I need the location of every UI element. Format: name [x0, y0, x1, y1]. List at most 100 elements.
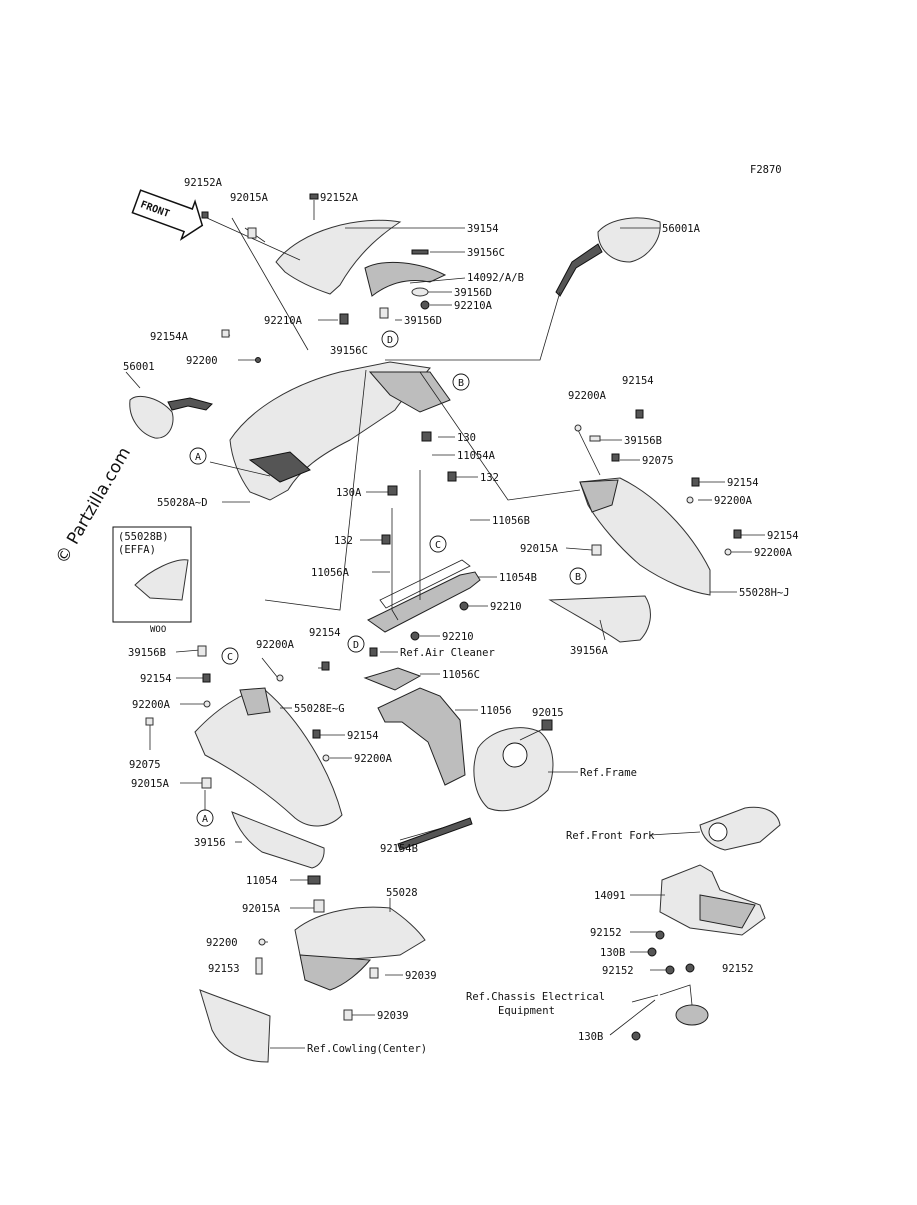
part-label: 92152	[602, 965, 634, 977]
marker-b-2: B	[569, 567, 587, 585]
part-label: 92210	[442, 631, 474, 643]
fastener-92015a-4	[313, 899, 325, 913]
fastener-92154-4	[321, 661, 330, 671]
part-label: 11056C	[442, 669, 480, 681]
part-label: Ref.Frame	[580, 767, 637, 779]
part-label: 132	[480, 472, 499, 484]
marker-d-2: D	[347, 635, 365, 653]
fastener-130b-2	[631, 1031, 641, 1041]
part-label: 92015A	[131, 778, 170, 790]
mirror-left-stem	[167, 397, 213, 411]
fastener-11054	[307, 875, 321, 885]
part-label: 92200A	[568, 390, 607, 402]
part-label: 39154	[467, 223, 499, 235]
side-cowl-left-dark	[239, 687, 271, 716]
marker-a-2-text: A	[202, 814, 208, 825]
fastener-92015a-1	[247, 227, 257, 239]
part-label: 130B	[600, 947, 625, 959]
fastener-39156b	[589, 435, 601, 442]
fastener-92200-2	[258, 938, 266, 946]
marker-d-1-text: D	[387, 335, 393, 346]
fastener-92154b	[397, 817, 473, 851]
fastener-92200a-3	[724, 548, 732, 556]
electrical-stay-shape	[659, 984, 693, 1006]
fastener-132-2	[381, 534, 391, 545]
frame-head-shape	[473, 727, 554, 812]
part-labels: 92152A 92015A 92152A 39154 39156C 14092/…	[123, 177, 799, 1055]
fastener-92039-2	[343, 1009, 353, 1021]
marker-d-2-text: D	[353, 640, 359, 651]
part-label: 92152A	[184, 177, 223, 189]
marker-b-1: B	[452, 373, 470, 391]
part-label: Ref.Front Fork	[566, 830, 655, 842]
variant-box: (55028B) (EFFA) WOO	[112, 526, 192, 635]
leader-lines	[125, 200, 765, 1049]
part-label: 39156D	[404, 315, 442, 327]
part-label: 130A	[336, 487, 362, 499]
marker-d-1: D	[381, 330, 399, 348]
fastener-air-cleaner	[369, 647, 378, 657]
fastener-92210-1	[459, 601, 469, 611]
fastener-130b-1	[647, 947, 657, 957]
fastener-39156c	[411, 249, 429, 255]
fastener-92152-3	[685, 963, 695, 973]
part-label: 39156B	[624, 435, 662, 447]
mirror-right-shape	[597, 217, 661, 263]
part-label: 39156B	[128, 647, 166, 659]
part-label: 92075	[129, 759, 161, 771]
part-label: 92154	[767, 530, 799, 542]
part-label: 11056B	[492, 515, 530, 527]
marker-c-2: C	[221, 647, 239, 665]
side-cowl-right-shape	[579, 477, 711, 596]
fastener-92210-2	[410, 631, 420, 641]
fastener-92015	[541, 719, 553, 731]
marker-c-1: C	[429, 535, 447, 553]
fastener-92154-1	[635, 409, 644, 419]
windshield-shape	[275, 219, 402, 295]
part-label: 92152	[722, 963, 754, 975]
part-label: 39156A	[570, 645, 609, 657]
mirror-left-shape	[129, 396, 174, 439]
markers: A A B B C C D D	[189, 330, 587, 827]
part-label: 130B	[578, 1031, 603, 1043]
frame-head-bore	[502, 742, 528, 768]
marker-a-1: A	[189, 447, 207, 465]
part-label: 92210	[490, 601, 522, 613]
fastener-92152-2	[665, 965, 675, 975]
marker-b-1-text: B	[458, 378, 464, 389]
fastener-92200	[255, 357, 261, 363]
fastener-92154-5	[202, 673, 211, 683]
fastener-39156d	[411, 287, 429, 297]
part-label: 92154	[727, 477, 759, 489]
part-label: 39156	[194, 837, 226, 849]
center-cowl-shape	[199, 989, 271, 1063]
part-label: 92153	[208, 963, 240, 975]
fastener-92200a-2	[686, 496, 694, 504]
fastener-130a	[387, 485, 398, 496]
part-label: 92154	[622, 375, 654, 387]
part-label: Ref.Cowling(Center)	[307, 1043, 427, 1055]
variant-box-line2: (EFFA)	[118, 544, 156, 556]
part-label: 11056	[480, 705, 512, 717]
marker-c-1-text: C	[435, 540, 441, 551]
fastener-92152a-2	[309, 193, 319, 200]
fastener-132-1	[447, 471, 457, 482]
part-label: 11054A	[457, 450, 496, 462]
fastener-92200a-6	[322, 754, 330, 762]
part-label: 11054	[246, 875, 278, 887]
side-cowl-right-dark	[579, 479, 619, 513]
fastener-92075-1	[611, 453, 620, 462]
part-label: 92200	[186, 355, 218, 367]
fastener-92210a-2	[339, 313, 349, 325]
variant-box-line1: (55028B)	[118, 531, 169, 543]
variant-part-shape	[134, 559, 189, 601]
part-label: 92039	[377, 1010, 409, 1022]
front-arrow: FRONT	[131, 189, 204, 241]
part-label: 92154B	[380, 843, 418, 855]
fork-clamp-bore	[708, 822, 728, 842]
fastener-92154a	[221, 329, 230, 338]
part-label: 56001	[123, 361, 155, 373]
part-label: 92152	[590, 927, 622, 939]
